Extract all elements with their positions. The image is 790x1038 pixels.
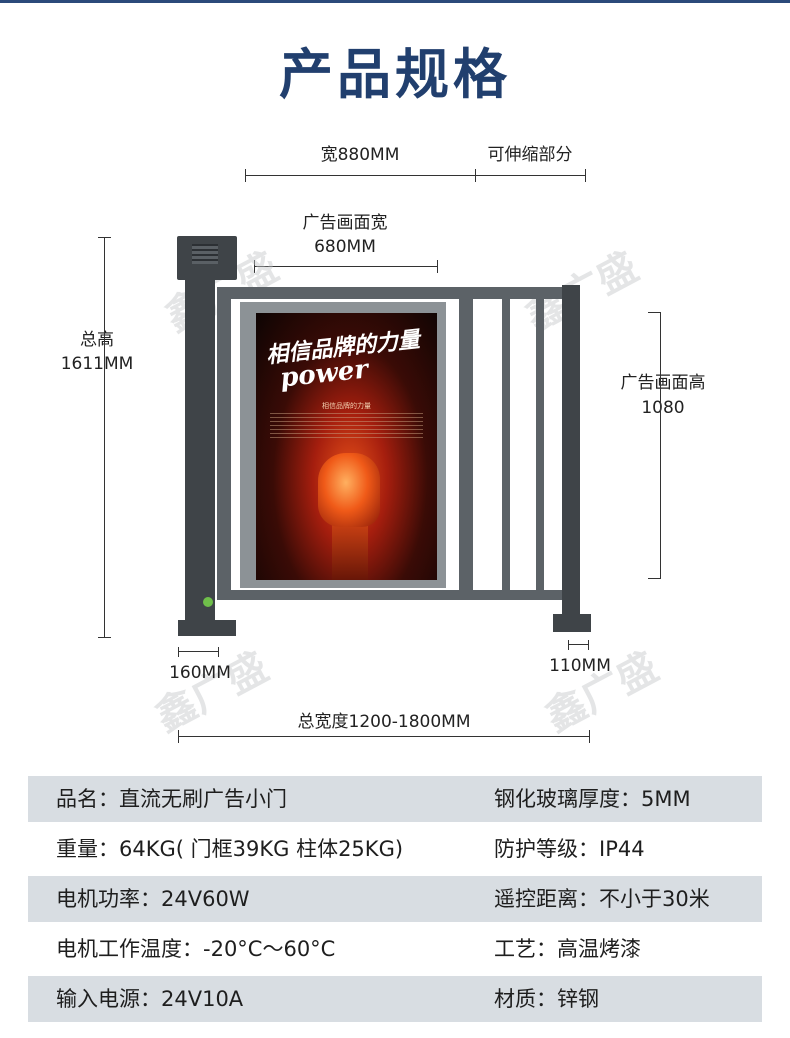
left-post — [185, 278, 215, 620]
width-label: 宽880MM — [320, 145, 400, 165]
spec-row: 电机功率：24V60W 遥控距离：不小于30米 — [28, 876, 762, 922]
total-height-value: 1611MM — [60, 354, 134, 374]
extendable-label: 可伸缩部分 — [487, 145, 573, 165]
fist-arm — [332, 518, 368, 580]
gate-bottom-rail — [217, 590, 575, 600]
spec-left: 电机功率：24V60W — [56, 887, 250, 911]
total-width-tick-left — [178, 730, 179, 743]
poster-body-text — [270, 413, 423, 441]
fist-graphic — [318, 453, 380, 527]
page-title: 产品规格 — [279, 43, 511, 106]
spec-right: 防护等级：IP44 — [494, 837, 645, 861]
spec-right: 材质：锌钢 — [494, 987, 599, 1011]
right-post-line — [568, 644, 588, 645]
spec-right: 遥控距离：不小于30米 — [494, 887, 710, 911]
right-post-tick-left — [568, 640, 569, 650]
spec-row: 电机工作温度：-20°C～60°C 工艺：高温烤漆 — [28, 926, 762, 972]
gate-mid-stile — [459, 287, 473, 600]
total-height-tick-bottom — [98, 637, 111, 638]
right-post-width: 110MM — [549, 656, 611, 676]
ad-width-value: 680MM — [314, 237, 376, 257]
spec-left: 品名：直流无刷广告小门 — [56, 787, 287, 811]
spec-right: 钢化玻璃厚度：5MM — [494, 787, 691, 811]
total-width-line — [178, 736, 590, 737]
total-width-tick-right — [589, 730, 590, 743]
spec-row: 品名：直流无刷广告小门 钢化玻璃厚度：5MM — [28, 776, 762, 822]
status-light — [203, 597, 213, 607]
right-post-base — [553, 614, 591, 632]
spec-row: 重量：64KG( 门框39KG 柱体25KG) 防护等级：IP44 — [28, 826, 762, 872]
ad-height-value: 1080 — [641, 398, 685, 418]
spec-left: 电机工作温度：-20°C～60°C — [56, 937, 336, 961]
spec-left: 输入电源：24V10A — [56, 987, 244, 1011]
left-post-width: 160MM — [169, 663, 231, 683]
total-width-label: 总宽度1200-1800MM — [297, 712, 471, 732]
left-post-base — [178, 620, 236, 636]
spec-right: 工艺：高温烤漆 — [494, 937, 641, 961]
left-post-tick-right — [218, 647, 219, 657]
total-height-line — [104, 237, 105, 638]
total-height-label: 总高 — [80, 330, 114, 350]
width-tick-left — [245, 169, 246, 182]
ad-height-label: 广告画面高 — [620, 373, 706, 393]
width-dimension-line — [245, 175, 585, 176]
extension-bar — [536, 299, 544, 590]
ad-height-tick-top — [648, 312, 661, 313]
extension-bar — [502, 299, 510, 590]
motor-vent — [192, 244, 218, 264]
ad-width-tick-right — [437, 260, 438, 273]
ad-width-tick-left — [254, 260, 255, 273]
top-accent-line — [0, 0, 790, 3]
spec-left: 重量：64KG( 门框39KG 柱体25KG) — [56, 837, 404, 861]
spec-row: 输入电源：24V10A 材质：锌钢 — [28, 976, 762, 1022]
gate-left-stile — [217, 287, 231, 600]
ad-width-line — [254, 266, 438, 267]
right-post — [562, 285, 580, 620]
total-height-tick-top — [98, 237, 111, 238]
width-tick-right — [585, 169, 586, 182]
right-post-tick-right — [588, 640, 589, 650]
ad-width-label: 广告画面宽 — [302, 213, 388, 233]
advertising-poster: 相信品牌的力量 power 相信品牌的力量 — [256, 313, 437, 580]
ad-height-tick-bottom — [648, 578, 661, 579]
left-post-line — [178, 651, 218, 652]
poster-subline: 相信品牌的力量 — [322, 402, 371, 410]
width-tick-mid — [475, 169, 476, 182]
ad-height-line — [660, 312, 661, 579]
left-post-tick-left — [178, 647, 179, 657]
gate-top-rail — [217, 287, 575, 299]
